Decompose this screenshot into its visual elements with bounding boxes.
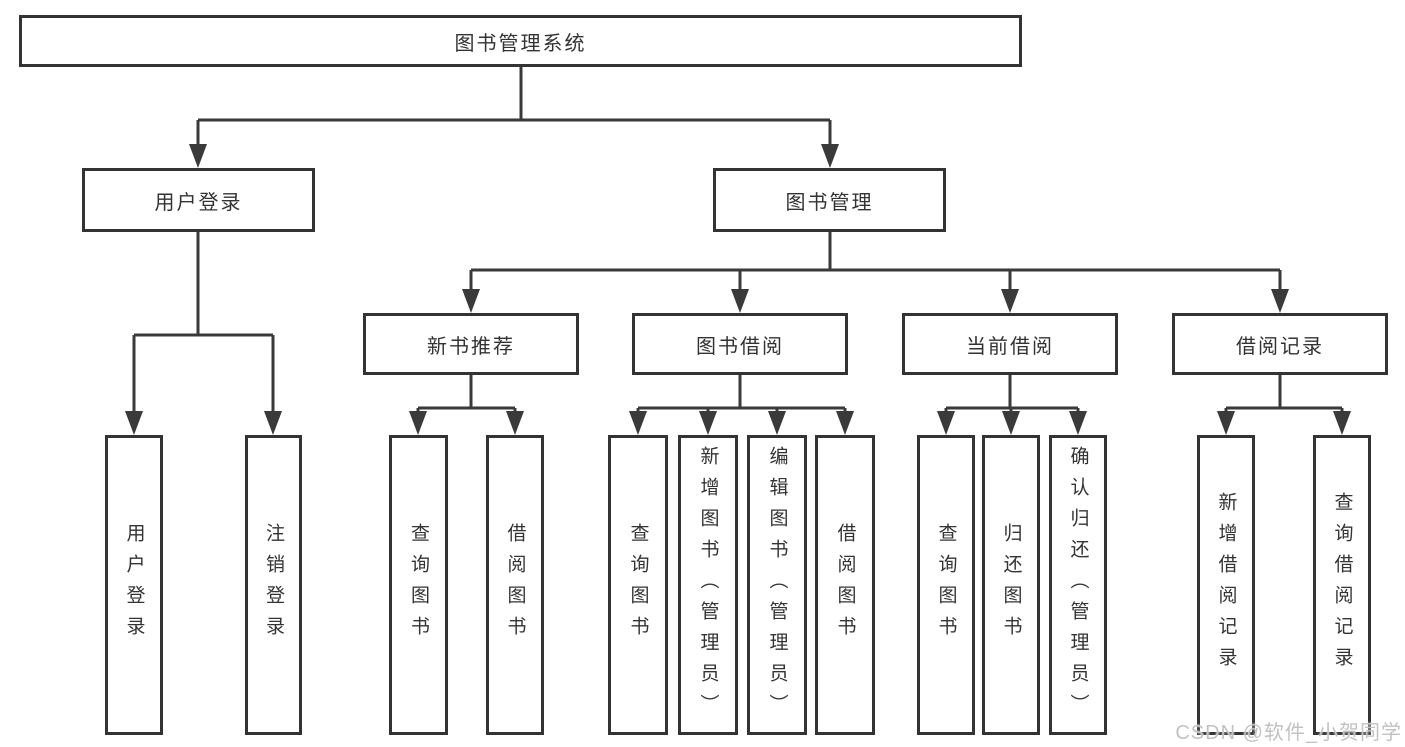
node-label: 查询借阅记录 xyxy=(1331,492,1353,678)
node-label: 归还图书 xyxy=(1000,523,1022,647)
node-label: 用户登录 xyxy=(123,523,145,647)
leaf-query-borrow-record: 查询借阅记录 xyxy=(1313,435,1371,735)
node-label: 图书管理 xyxy=(785,191,874,214)
node-label: 当前借阅 xyxy=(966,335,1054,358)
node-label: 借阅图书 xyxy=(504,523,526,647)
node-current-borrow: 当前借阅 xyxy=(902,313,1118,375)
node-label: 借阅图书 xyxy=(834,523,856,647)
node-new-book-recommend: 新书推荐 xyxy=(363,313,579,375)
node-label: 查询图书 xyxy=(935,523,957,647)
leaf-add-books-admin: 新增图书（管理员） xyxy=(678,435,738,735)
leaf-confirm-return-admin: 确认归还（管理员） xyxy=(1049,435,1107,735)
node-label: 查询图书 xyxy=(408,523,429,647)
leaf-user-login: 用户登录 xyxy=(105,435,163,735)
leaf-add-borrow-record: 新增借阅记录 xyxy=(1197,435,1255,735)
node-label: 用户登录 xyxy=(154,191,243,214)
leaf-logout: 注销登录 xyxy=(245,435,302,735)
node-user-login: 用户登录 xyxy=(82,168,315,232)
node-label: 图书借阅 xyxy=(696,335,784,358)
node-book-management: 图书管理 xyxy=(713,168,946,232)
node-label: 新增图书（管理员） xyxy=(697,445,719,725)
node-label: 新增借阅记录 xyxy=(1215,492,1237,678)
node-label: 图书管理系统 xyxy=(454,32,587,55)
leaf-query-books-2: 查询图书 xyxy=(608,435,668,735)
node-label: 借阅记录 xyxy=(1236,335,1324,358)
node-label: 注销登录 xyxy=(263,523,284,647)
leaf-edit-books-admin: 编辑图书（管理员） xyxy=(747,435,807,735)
node-label: 编辑图书（管理员） xyxy=(766,445,788,725)
leaf-borrow-books-2: 借阅图书 xyxy=(815,435,875,735)
leaf-return-books: 归还图书 xyxy=(982,435,1040,735)
node-root-library-system: 图书管理系统 xyxy=(19,15,1022,67)
node-book-borrow: 图书借阅 xyxy=(632,313,848,375)
leaf-query-books-3: 查询图书 xyxy=(917,435,975,735)
csdn-watermark: CSDN @软件_小贺同学 xyxy=(1175,722,1402,744)
node-borrow-records: 借阅记录 xyxy=(1172,313,1388,375)
node-label: 确认归还（管理员） xyxy=(1067,445,1089,725)
leaf-query-books-1: 查询图书 xyxy=(389,435,448,735)
leaf-borrow-books-1: 借阅图书 xyxy=(486,435,544,735)
node-label: 查询图书 xyxy=(627,523,649,647)
node-label: 新书推荐 xyxy=(427,335,515,358)
